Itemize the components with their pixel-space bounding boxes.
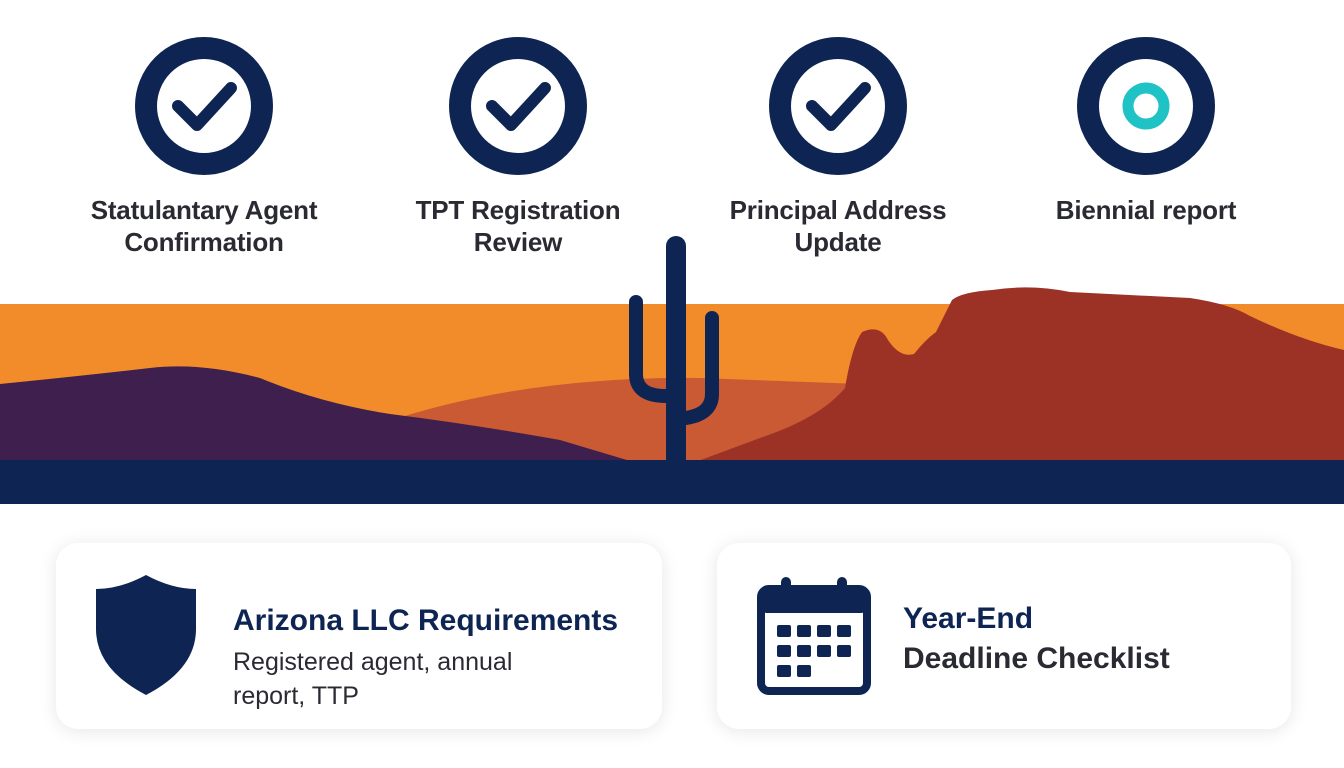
cactus-icon bbox=[629, 236, 719, 474]
desert-landscape bbox=[0, 236, 1344, 504]
checkmark-icon bbox=[449, 37, 587, 175]
red-mesa bbox=[690, 287, 1344, 464]
card-title: Arizona LLC Requirements bbox=[233, 604, 619, 637]
card-title-line2: Deadline Checklist bbox=[903, 642, 1170, 675]
progress-steps: Statulantary Agent Confirmation TPT Regi… bbox=[0, 0, 1344, 300]
ring-icon bbox=[1077, 37, 1215, 175]
step-label: Principal Address Update bbox=[729, 195, 947, 257]
calendar-icon bbox=[757, 577, 871, 695]
purple-mountain bbox=[0, 366, 640, 464]
step-statutory-agent[interactable]: Statulantary Agent Confirmation bbox=[54, 36, 354, 258]
step-label: TPT Registration Review bbox=[415, 195, 621, 257]
card-title-line1: Year-End bbox=[903, 602, 1034, 635]
step-tpt-registration[interactable]: TPT Registration Review bbox=[368, 36, 668, 258]
card-description: Registered agent, annual report, TTP bbox=[233, 648, 513, 710]
step-biennial-report[interactable]: Biennial report bbox=[996, 36, 1296, 226]
step-label: Biennial report bbox=[1055, 195, 1237, 225]
step-label: Statulantary Agent Confirmation bbox=[90, 195, 318, 257]
checkmark-icon bbox=[135, 37, 273, 175]
step-principal-address[interactable]: Principal Address Update bbox=[688, 36, 988, 258]
shield-icon bbox=[96, 575, 196, 695]
checkmark-icon bbox=[769, 37, 907, 175]
card-year-end-deadline-checklist[interactable]: Year-End Deadline Checklist bbox=[717, 543, 1291, 729]
card-arizona-llc-requirements[interactable]: Arizona LLC Requirements Registered agen… bbox=[56, 543, 662, 729]
